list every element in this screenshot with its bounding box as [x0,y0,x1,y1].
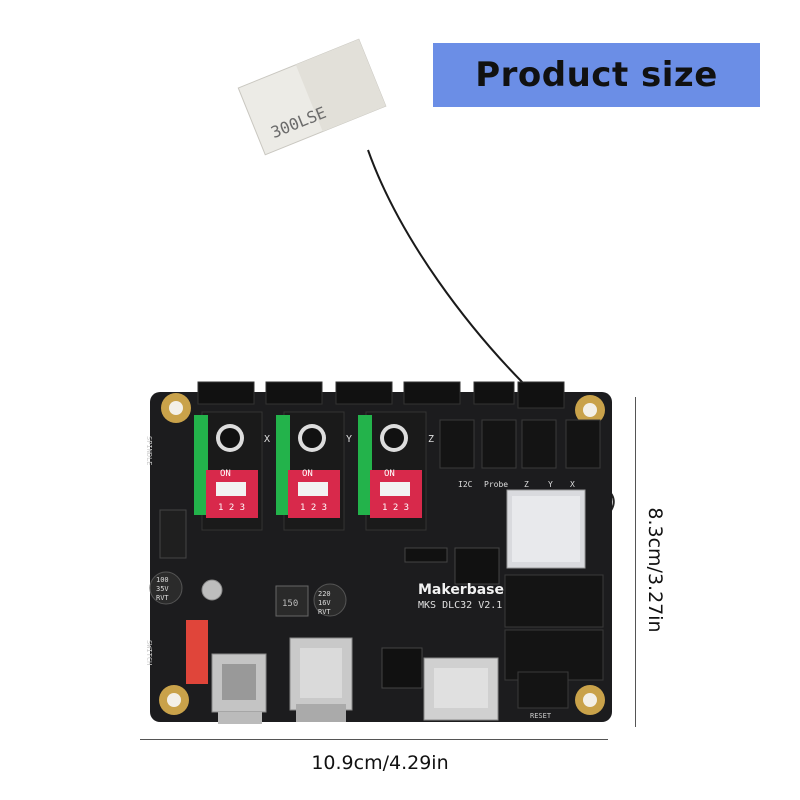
reset-label: RESET [530,712,552,720]
height-dimension-line [635,397,636,727]
cap-large-value: 220 [318,590,331,598]
stepper-driver-x: ON 1 2 3 X [194,411,270,531]
pcb-board [150,392,612,722]
dc-jack [211,653,267,724]
brand-label: Makerbase [418,582,504,598]
dip-label: ON [220,469,231,479]
header-label-y: Y [548,480,553,489]
inductor-label: 150 [282,599,298,609]
dip-numbers: 1 2 3 [218,503,245,513]
usb-port [289,637,353,722]
dip-label: ON [384,469,395,479]
cap-large-type: RVT [318,608,331,616]
switch-label: SWITCH [145,640,153,665]
antenna-wire [367,149,529,389]
cap-left-value: 100 [156,576,169,584]
top-connectors [197,381,565,409]
mounting-holes [159,393,605,715]
chip [454,547,500,585]
axis-label: X [264,434,270,445]
width-dimension-label: 10.9cm/4.29in [311,752,449,774]
cap-left-voltage: 35V [156,585,169,593]
product-size-banner: Product size [433,43,760,107]
header-label-probe: Probe [484,480,508,489]
right-headers [439,419,604,709]
red-switch [186,620,208,684]
cap-large-voltage: 16V [318,599,331,607]
chip [404,547,448,563]
spindle-label: SPINDLE [145,436,153,466]
inductor [275,585,309,617]
model-label: MKS DLC32 V2.1 [418,600,502,611]
stepper-driver-z: ON 1 2 3 Z [358,411,434,531]
antenna-tape: 300LSE [237,38,387,156]
header-label-z: Z [524,480,529,489]
sd-card-slot [423,657,499,721]
width-dimension-line [140,739,608,740]
cap-left-type: RVT [156,594,169,602]
axis-label: Z [428,434,434,445]
chip [381,647,423,689]
banner-title: Product size [475,55,718,95]
axis-label: Y [346,434,352,445]
height-dimension-label: 8.3cm/3.27in [644,507,666,633]
terminal-block [159,509,187,559]
header-label-x: X [570,480,575,489]
dip-numbers: 1 2 3 [300,503,327,513]
stepper-driver-y: ON 1 2 3 Y [276,411,352,531]
header-label-i2c: I2C [458,480,473,489]
dip-label: ON [302,469,313,479]
dip-numbers: 1 2 3 [382,503,409,513]
buzzer [201,579,223,601]
